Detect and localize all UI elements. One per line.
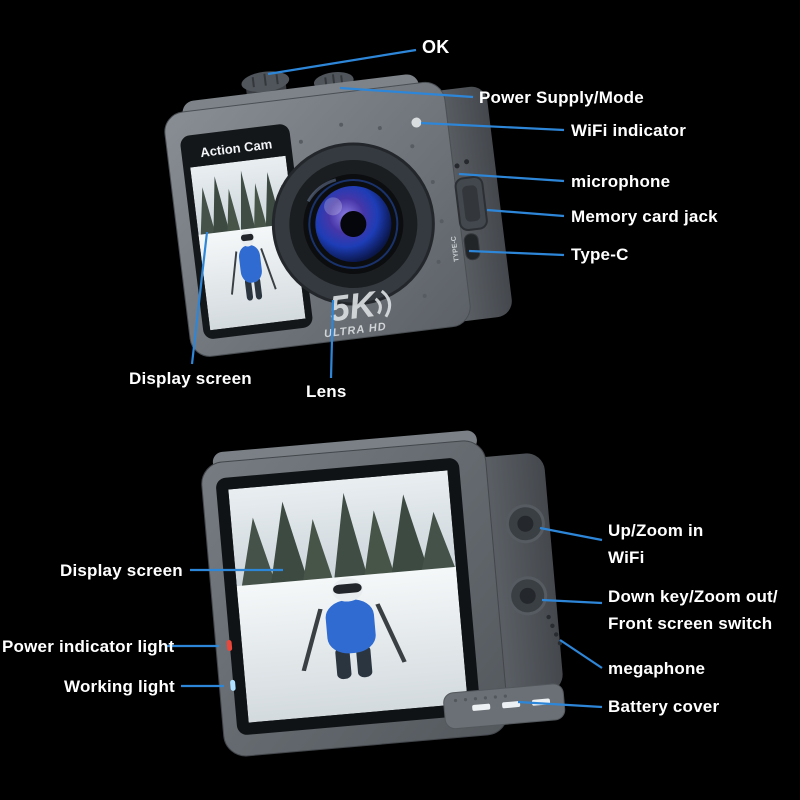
leader-megaphone bbox=[559, 639, 603, 669]
rear-display-screen bbox=[228, 470, 468, 722]
leader-lens bbox=[329, 299, 335, 379]
callout-power-mode: Power Supply/Mode bbox=[479, 88, 644, 107]
leader-down-key bbox=[541, 598, 603, 605]
callout-wifi-indicator: WiFi indicator bbox=[571, 121, 687, 140]
rear-camera bbox=[201, 430, 566, 757]
leader-up-key bbox=[539, 526, 603, 542]
leader-microphone bbox=[458, 172, 565, 183]
callout-display-screen-front: Display screen bbox=[129, 369, 252, 388]
leader-type-c bbox=[468, 249, 565, 257]
badge-5k-text: 5K bbox=[327, 283, 381, 330]
leader-display-front bbox=[190, 231, 209, 365]
leader-wifi-indicator bbox=[420, 121, 565, 132]
type-c-label-on-device: TYPE-C bbox=[451, 236, 461, 262]
callout-microphone: microphone bbox=[571, 172, 671, 191]
callout-lens: Lens bbox=[306, 382, 347, 401]
down-zoom-button bbox=[508, 576, 548, 616]
leader-memory-card bbox=[486, 208, 565, 218]
callout-ok: OK bbox=[422, 37, 450, 57]
callout-up-key-line2: WiFi bbox=[608, 548, 645, 567]
callout-battery-cover: Battery cover bbox=[608, 697, 720, 716]
signal-swoosh-icon bbox=[374, 289, 392, 318]
callout-up-key-line1: Up/Zoom in bbox=[608, 521, 704, 540]
callout-megaphone: megaphone bbox=[608, 659, 706, 678]
up-zoom-button bbox=[505, 504, 545, 544]
side-ports: TYPE-C bbox=[451, 159, 488, 262]
memory-card-slot-inner bbox=[462, 185, 481, 222]
front-camera: Action Cam 5K ULTRA HD bbox=[164, 71, 512, 357]
power-indicator-led bbox=[226, 640, 233, 652]
wifi-indicator-led bbox=[411, 117, 422, 128]
callout-down-key-line1: Down key/Zoom out/ bbox=[608, 587, 778, 606]
texture-dots bbox=[298, 122, 444, 298]
type-c-port bbox=[463, 233, 481, 261]
callout-working-light: Working light bbox=[64, 677, 175, 696]
leader-ok bbox=[267, 48, 417, 76]
lens bbox=[271, 142, 435, 306]
working-led bbox=[230, 679, 236, 691]
callout-down-key-line2: Front screen switch bbox=[608, 614, 773, 633]
callout-power-indicator-light: Power indicator light bbox=[2, 637, 175, 656]
speaker-holes bbox=[546, 614, 563, 646]
leader-lines bbox=[166, 48, 603, 709]
callout-display-screen-rear: Display screen bbox=[60, 561, 183, 580]
callout-down-key: Down key/Zoom out/ Front screen switch bbox=[608, 583, 778, 637]
callout-up-key: Up/Zoom in WiFi bbox=[608, 517, 703, 571]
microphone-hole bbox=[454, 163, 460, 169]
leader-battery-cover bbox=[517, 700, 603, 709]
callout-memory-card: Memory card jack bbox=[571, 207, 718, 226]
microphone-hole bbox=[464, 159, 470, 165]
callout-type-c: Type-C bbox=[571, 245, 629, 264]
leader-power-mode bbox=[339, 86, 474, 99]
